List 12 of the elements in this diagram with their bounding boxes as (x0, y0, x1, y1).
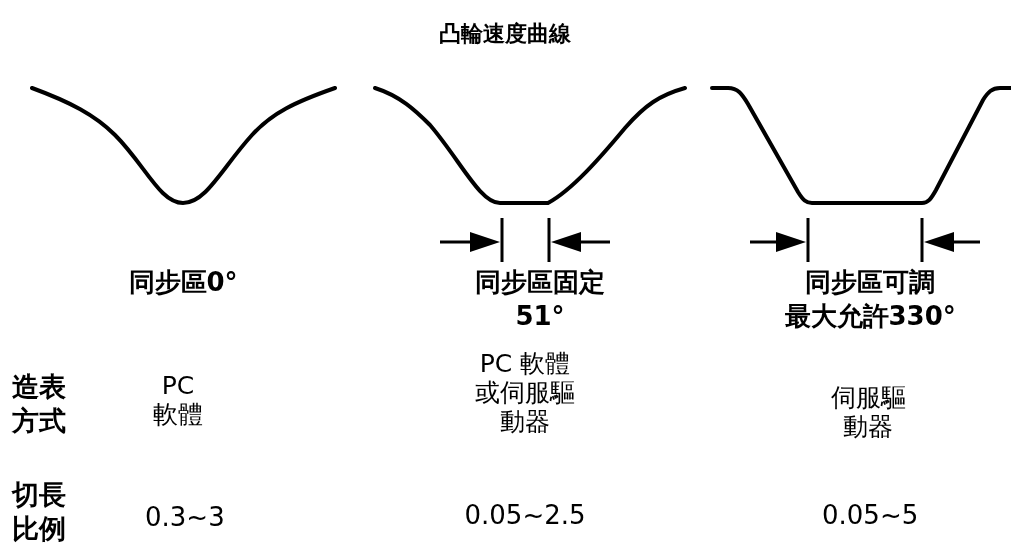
title: 凸輪速度曲線 (439, 20, 571, 48)
row-header: 切長比例 (12, 478, 66, 546)
table-cell: 伺服驅動器 (830, 384, 906, 442)
table-cell: 0.05~2.5 (464, 500, 586, 532)
zone-label: 同步區0° (128, 266, 238, 299)
zone-label: 同步區可調最大允許330° (784, 266, 956, 333)
table-cell: 0.05~5 (822, 500, 919, 532)
table-cell: 0.3~3 (145, 502, 225, 534)
table-cell: PC 軟體 (153, 372, 203, 430)
zone-label: 同步區固定51° (475, 266, 605, 333)
row-header: 造表方式 (12, 370, 66, 438)
table-cell: PC 軟體或伺服驅動器 (475, 350, 575, 437)
